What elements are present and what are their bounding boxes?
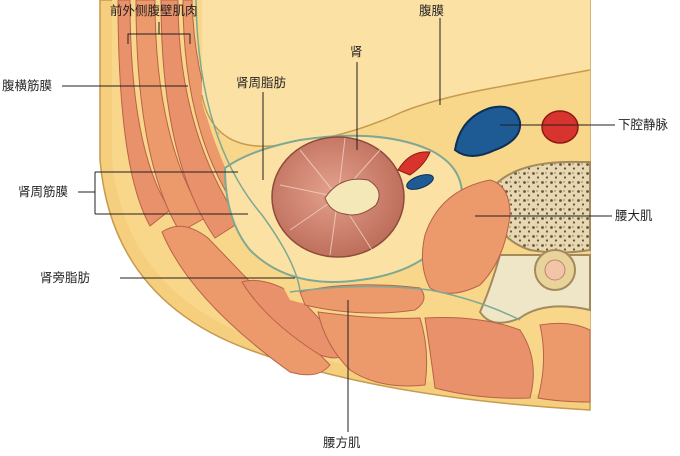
renal-vein <box>406 174 434 190</box>
lateral-muscle-2 <box>241 279 351 359</box>
aorta-shape <box>541 110 579 144</box>
leader-lines <box>62 18 615 432</box>
label-psoas-major: 腰大肌 <box>615 208 653 223</box>
psoas-major-shape <box>421 179 511 294</box>
external-oblique-muscle <box>117 0 171 227</box>
label-quadratus-lumborum: 腰方肌 <box>323 435 361 450</box>
posterior-fascia-line <box>289 285 521 321</box>
lateral-muscle-1 <box>161 225 331 376</box>
label-renal-fascia: 肾周筋膜 <box>18 184 69 199</box>
renal-artery <box>397 151 431 176</box>
label-peritoneum: 腹膜 <box>419 3 445 18</box>
renal-sinus <box>324 178 380 216</box>
label-inferior-vena-cava: 下腔静脉 <box>618 117 669 132</box>
label-anterolateral-abdominal-wall: 前外侧腹壁肌肉 <box>110 3 198 18</box>
spinal-cord <box>544 259 566 281</box>
leader-renal-fascia-bracket <box>78 171 248 215</box>
erector-spinae-2 <box>424 317 534 399</box>
inferior-vena-cava-shape <box>453 105 522 157</box>
label-pararenal-fat: 肾旁脂肪 <box>40 270 91 285</box>
label-kidney: 肾 <box>350 44 363 59</box>
erector-spinae-1 <box>317 311 428 387</box>
erector-spinae-3 <box>537 322 591 403</box>
intraperitoneal-fat <box>202 0 590 146</box>
leader-anterolateral-bracket <box>127 22 191 44</box>
label-perirenal-fat: 肾周脂肪 <box>236 75 287 90</box>
label-transversalis-fascia: 腹横筋膜 <box>2 78 53 93</box>
transversalis-fascia-line <box>195 0 301 291</box>
